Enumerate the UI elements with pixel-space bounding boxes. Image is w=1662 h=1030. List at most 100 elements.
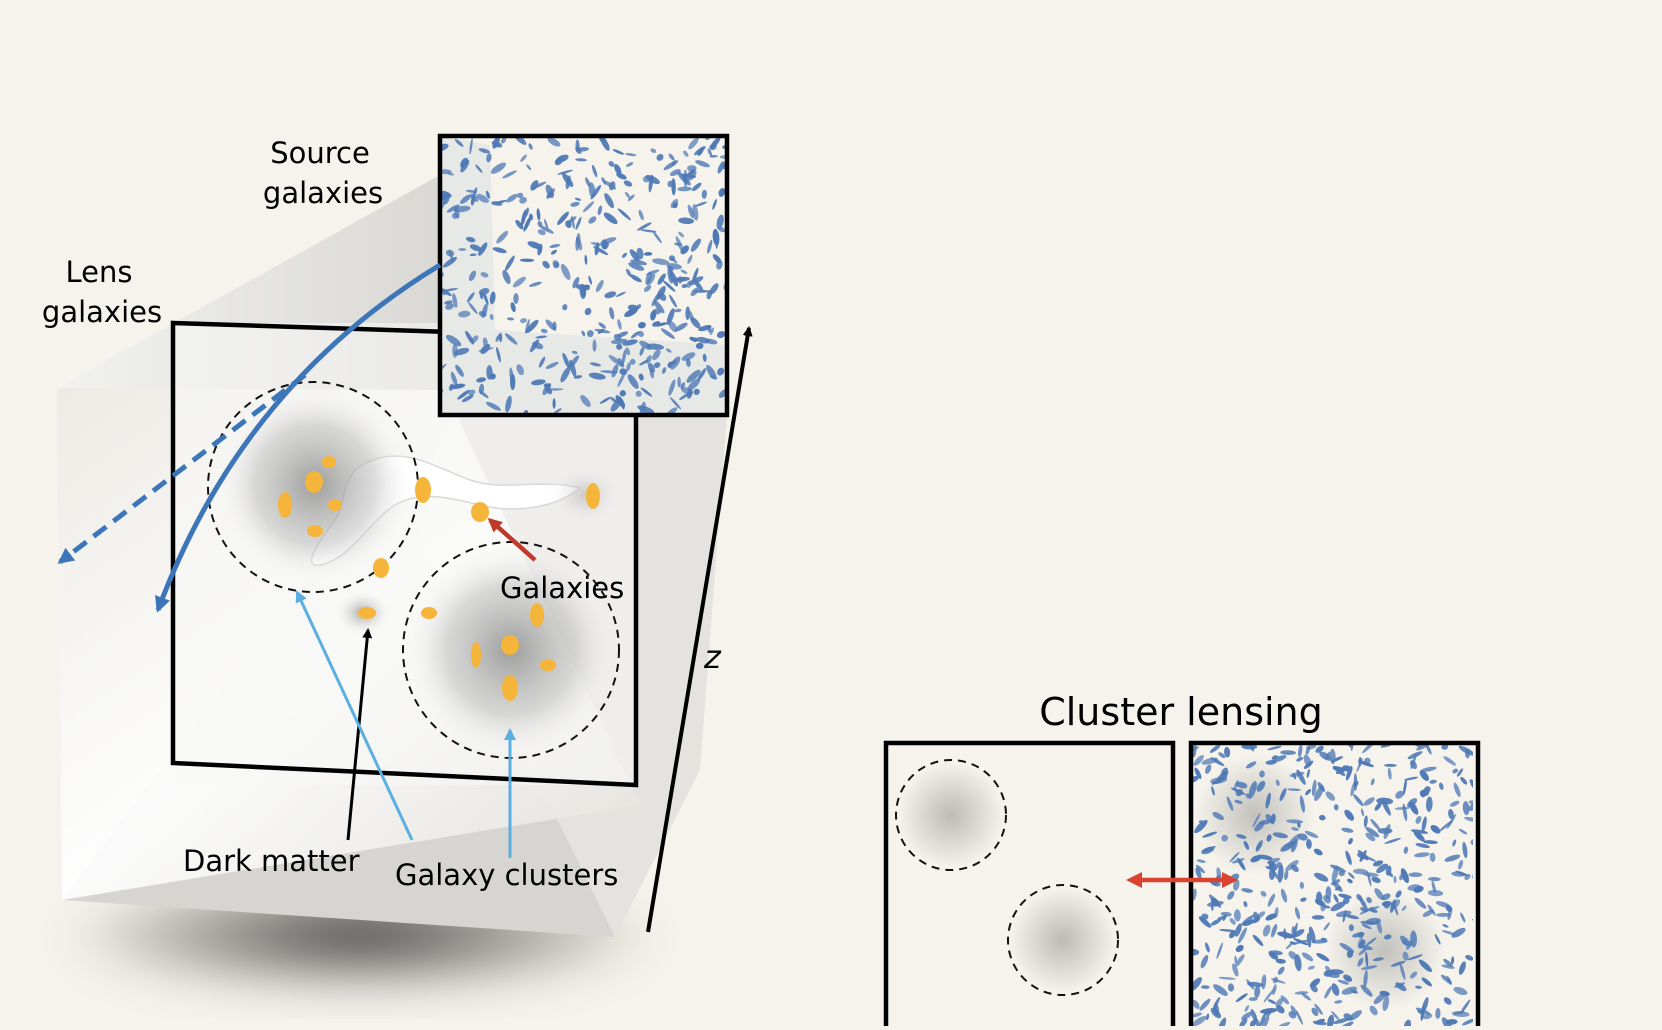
source-galaxy-shape: [1307, 965, 1315, 970]
source-galaxy-shape: [1303, 754, 1312, 767]
source-galaxy-shape: [1434, 933, 1441, 945]
source-galaxy-shape: [1316, 952, 1330, 962]
source-galaxy-shape: [570, 201, 580, 207]
source-galaxy-shape: [515, 219, 524, 230]
source-galaxy-shape: [1217, 916, 1226, 920]
source-galaxy-shape: [1415, 843, 1430, 849]
source-galaxy-shape: [1379, 990, 1390, 997]
source-galaxy-shape: [485, 190, 490, 199]
source-galaxy-shape: [1309, 978, 1321, 988]
source-galaxy-shape: [1452, 839, 1457, 847]
source-galaxy-shape: [1348, 872, 1355, 879]
source-galaxy-shape: [1443, 958, 1453, 968]
source-galaxy-shape: [626, 162, 634, 167]
source-galaxy-shape: [681, 173, 697, 179]
mass-map-halo-2: [1010, 887, 1116, 993]
source-galaxy-shape: [469, 253, 477, 257]
source-galaxy-shape: [1305, 838, 1312, 850]
source-galaxy-shape: [598, 322, 606, 329]
source-galaxy-shape: [1287, 833, 1301, 848]
source-galaxy-shape: [709, 143, 717, 151]
sheared-galaxies: [1191, 745, 1473, 1026]
source-galaxy-shape: [1298, 745, 1303, 758]
source-galaxy-shape: [485, 401, 501, 411]
source-galaxy-shape: [1314, 898, 1325, 907]
source-galaxy-shape: [613, 333, 622, 341]
source-galaxy-shape: [460, 157, 469, 169]
source-galaxy-shape: [1403, 778, 1407, 796]
source-galaxy-shape: [712, 199, 717, 210]
source-galaxy-shape: [718, 226, 726, 233]
source-galaxy-shape: [1248, 781, 1257, 799]
source-galaxy-shape: [1348, 1010, 1362, 1021]
source-galaxy-shape: [656, 153, 664, 161]
source-galaxy-shape: [1423, 840, 1438, 845]
source-galaxy-shape: [538, 356, 546, 368]
source-galaxy-shape: [668, 255, 676, 262]
source-galaxy-shape: [1330, 879, 1341, 886]
source-galaxy-shape: [1277, 1022, 1291, 1026]
source-galaxy-shape: [1311, 915, 1325, 920]
source-galaxy-shape: [1272, 984, 1277, 996]
source-galaxy-shape: [496, 347, 501, 363]
source-galaxy-shape: [1344, 745, 1352, 748]
cluster-pointer-arrow-1: [295, 590, 414, 841]
source-galaxy-shape: [1287, 788, 1301, 791]
filament-halo: [545, 461, 625, 529]
source-galaxy-shape: [451, 212, 459, 219]
source-galaxy-shape: [678, 276, 683, 284]
source-galaxy-shape: [1410, 971, 1418, 979]
source-galaxy-shape: [1285, 859, 1299, 872]
source-galaxy-shape: [1297, 821, 1301, 828]
source-galaxy-shape: [690, 316, 701, 329]
galaxy: [307, 525, 323, 537]
source-galaxy-shape: [1208, 894, 1222, 908]
source-galaxy-shape: [458, 248, 467, 251]
source-galaxy-shape: [1209, 745, 1221, 753]
source-galaxy-shape: [1422, 1013, 1433, 1020]
source-galaxy-shape: [1465, 955, 1473, 961]
source-plane: [437, 133, 730, 418]
source-galaxy-shape: [1276, 1005, 1285, 1014]
source-galaxy-shape: [588, 372, 606, 380]
source-galaxy-shape: [1259, 770, 1265, 778]
source-galaxy-shape: [590, 362, 601, 367]
source-galaxy-shape: [701, 189, 707, 199]
source-galaxy-shape: [1376, 919, 1383, 934]
source-galaxy-shape: [623, 180, 633, 187]
source-galaxy-shape: [1452, 768, 1459, 774]
source-galaxy-shape: [1428, 876, 1441, 882]
source-galaxy-shape: [1444, 854, 1461, 862]
source-galaxy-shape: [1252, 813, 1261, 828]
source-galaxy-shape: [1330, 901, 1346, 912]
source-galaxy-shape: [1305, 788, 1312, 796]
source-galaxy-shape: [638, 209, 644, 221]
source-galaxy-shape: [1406, 745, 1422, 748]
source-galaxy-shape: [1456, 768, 1464, 777]
source-galaxy-shape: [1430, 824, 1441, 834]
source-galaxy-shape: [687, 378, 701, 391]
source-galaxy-shape: [1415, 1007, 1431, 1015]
source-galaxy-shape: [621, 349, 627, 365]
source-galaxy-shape: [1458, 961, 1466, 975]
source-galaxy-shape: [588, 216, 597, 224]
source-galaxy-shape: [627, 374, 639, 389]
source-galaxy-shape: [640, 387, 653, 397]
source-galaxy-shape: [1212, 811, 1224, 821]
source-galaxy-shape: [468, 270, 477, 282]
source-galaxy-shape: [603, 212, 618, 225]
source-galaxy-shape: [520, 318, 527, 324]
source-galaxy-shape: [502, 170, 517, 179]
source-galaxy-shape: [1202, 831, 1218, 838]
source-galaxy-shape: [1363, 855, 1377, 862]
source-galaxy-shape: [1458, 859, 1464, 870]
source-galaxy-shape: [1372, 860, 1384, 867]
source-galaxy-shape: [1416, 745, 1432, 751]
source-galaxy-shape: [1362, 872, 1379, 877]
source-galaxy-shape: [526, 164, 532, 171]
source-galaxy-shape: [1308, 926, 1316, 944]
source-galaxy-shape: [523, 215, 532, 232]
source-galaxy-shape: [678, 217, 694, 225]
source-galaxy-shape: [1293, 929, 1305, 938]
source-galaxy-shape: [652, 258, 670, 265]
